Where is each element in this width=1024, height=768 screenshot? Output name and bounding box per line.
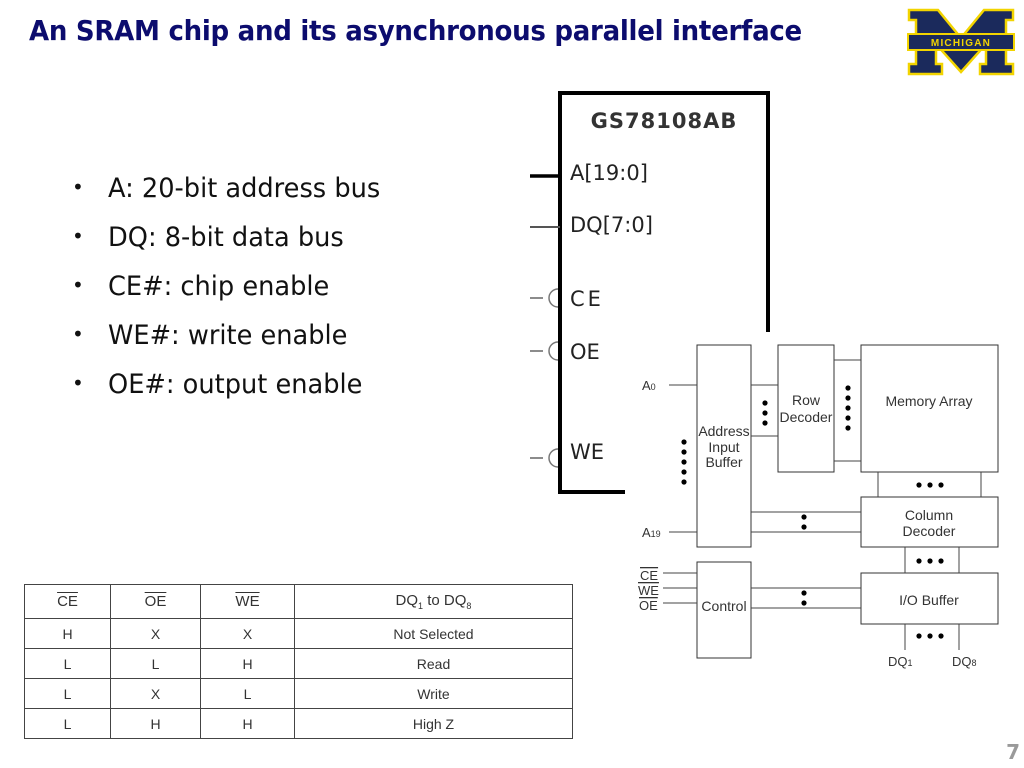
ellipsis-dots xyxy=(762,400,768,426)
ellipsis-dots xyxy=(916,482,944,488)
row-decoder-label: Decoder xyxy=(780,409,833,425)
memory-array-label: Memory Array xyxy=(885,393,972,409)
ellipsis-dots xyxy=(845,385,851,431)
cell: Write xyxy=(294,678,573,709)
michigan-block-m-logo-icon: MICHIGAN xyxy=(907,8,1015,76)
output-dq8-label: DQ8 xyxy=(952,654,977,669)
bullet-item: •CE#: chip enable xyxy=(72,271,330,302)
address-buffer-label: Buffer xyxy=(705,454,742,470)
page-number: 7 xyxy=(1006,740,1020,764)
logo-banner xyxy=(907,33,1015,51)
control-label: Control xyxy=(701,598,746,614)
cell: Read xyxy=(294,648,573,679)
input-a0-label: A0 xyxy=(642,378,656,393)
header-we: WE xyxy=(200,584,295,619)
cell: L xyxy=(24,708,111,739)
io-buffer-label: I/O Buffer xyxy=(899,592,959,608)
cell: L xyxy=(200,678,295,709)
output-dq1-label: DQ1 xyxy=(888,654,913,669)
column-decoder-block xyxy=(860,496,999,548)
header-dq: DQ1 to DQ8 xyxy=(294,584,573,619)
address-buffer-block xyxy=(696,344,752,548)
cell: L xyxy=(24,678,111,709)
cell: X xyxy=(200,618,295,649)
bullet-item: •A: 20-bit address bus xyxy=(72,173,381,204)
input-a19-label: A19 xyxy=(642,525,661,540)
bullet-item: •DQ: 8-bit data bus xyxy=(72,222,344,253)
cell: High Z xyxy=(294,708,573,739)
ellipsis-dots xyxy=(916,633,944,639)
table-row: L H H High Z xyxy=(24,708,573,739)
header-ce: CE xyxy=(24,584,111,619)
logo-text: MICHIGAN xyxy=(931,38,991,49)
pin-oe-label: OE xyxy=(570,340,600,364)
row-decoder-label: Row xyxy=(792,392,821,408)
cell: X xyxy=(110,678,201,709)
header-oe: OE xyxy=(110,584,201,619)
control-we-label: WE xyxy=(638,583,659,598)
chip-outline xyxy=(558,91,768,494)
cell: H xyxy=(24,618,111,649)
bullet-list: •A: 20-bit address bus •DQ: 8-bit data b… xyxy=(72,166,395,411)
row-decoder-block xyxy=(777,344,835,473)
column-decoder-label: Column xyxy=(905,507,953,523)
truth-table: CE OE WE DQ1 to DQ8 H X X Not Selected L… xyxy=(24,584,573,739)
column-decoder-label: Decoder xyxy=(903,523,956,539)
pin-ce-bubble xyxy=(548,288,559,308)
io-buffer-block xyxy=(860,572,999,625)
table-row: L X L Write xyxy=(24,678,573,709)
slide-title: An SRAM chip and its asynchronous parall… xyxy=(29,14,802,47)
cell: L xyxy=(24,648,111,679)
bullet-item: •OE#: output enable xyxy=(72,369,363,400)
bullet-item: •WE#: write enable xyxy=(72,320,348,351)
cell: X xyxy=(110,618,201,649)
ellipsis-dots xyxy=(681,439,687,485)
memory-array-block xyxy=(860,344,999,473)
pin-ce-label: CE xyxy=(570,287,604,311)
address-buffer-label: Address xyxy=(698,423,749,439)
pin-dq-label: DQ[7:0] xyxy=(570,213,653,237)
control-block xyxy=(696,561,752,659)
cell: H xyxy=(200,708,295,739)
ellipsis-dots xyxy=(801,590,807,606)
cell: H xyxy=(110,708,201,739)
table-row: H X X Not Selected xyxy=(24,618,573,649)
pin-we-bubble xyxy=(548,448,559,468)
ellipsis-dots xyxy=(916,558,944,564)
truth-table-header-row: CE OE WE DQ1 to DQ8 xyxy=(24,584,573,619)
ellipsis-dots xyxy=(801,514,807,530)
chip-part-number: GS78108AB xyxy=(591,109,738,133)
pin-oe-bubble xyxy=(548,341,559,361)
control-ce-label: CE xyxy=(640,568,658,583)
cell: H xyxy=(200,648,295,679)
table-row: L L H Read xyxy=(24,648,573,679)
pin-a-label: A[19:0] xyxy=(570,161,648,185)
cell: L xyxy=(110,648,201,679)
cell: Not Selected xyxy=(294,618,573,649)
pin-we-label: WE xyxy=(570,440,604,464)
address-buffer-label: Input xyxy=(708,439,739,455)
control-oe-label: OE xyxy=(639,598,658,613)
